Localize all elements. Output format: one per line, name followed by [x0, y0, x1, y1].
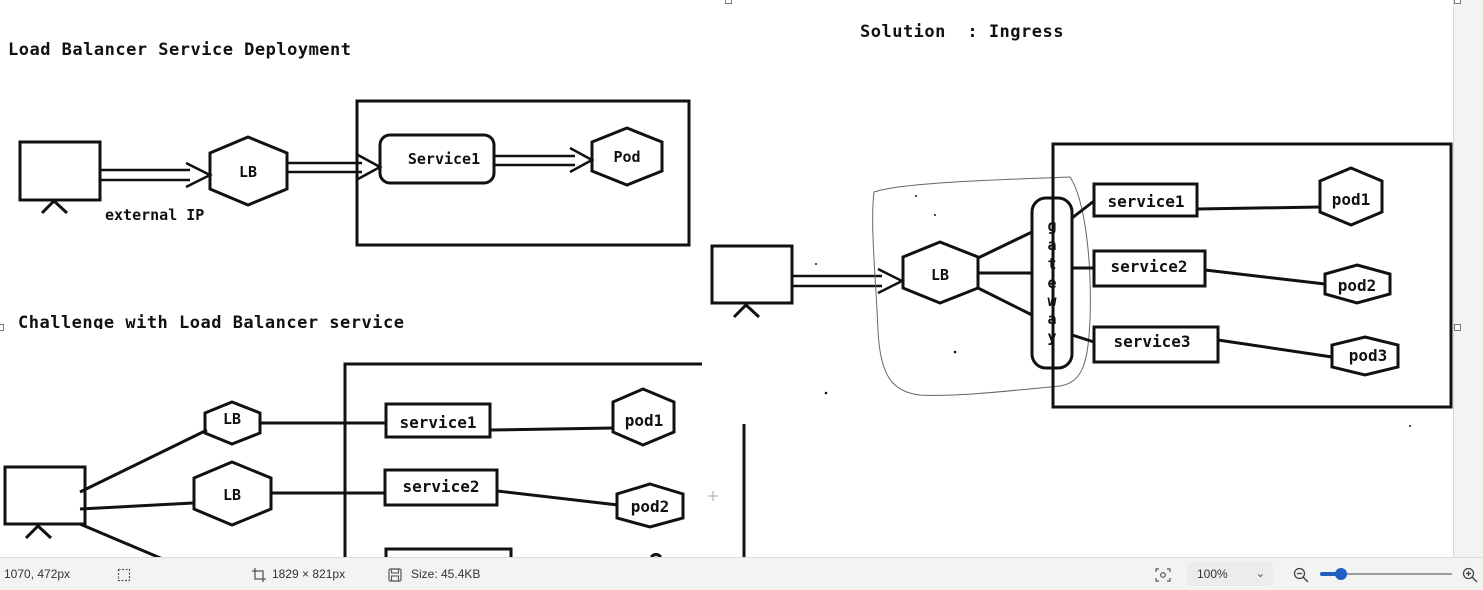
title-load-balancer-deployment: Load Balancer Service Deployment: [8, 40, 352, 60]
save-icon: [388, 558, 402, 590]
right-pod1-hexagon: [1318, 166, 1384, 227]
lb-hexagon: [208, 135, 289, 207]
client-monitor-right: [710, 244, 794, 305]
title-solution-ingress: Solution : Ingress: [860, 22, 1064, 42]
lb-label-1: LB: [223, 410, 241, 428]
resize-handle-right[interactable]: [1454, 324, 1461, 331]
lb-label-2: LB: [223, 486, 241, 504]
challenge-heading-clip: Challenge with Load Balancer service: [0, 300, 700, 329]
crop-dimensions-icon: [252, 558, 266, 590]
service1-label: Service1: [408, 150, 480, 168]
selection-icon[interactable]: [117, 558, 131, 590]
right-service1-label: service1: [1107, 192, 1184, 211]
right-pod2-hexagon: [1323, 263, 1392, 305]
bottom-pod2-hexagon: [615, 482, 685, 529]
arrow-service-to-pod: [494, 146, 595, 174]
bottom-pod1-label: pod1: [625, 411, 664, 430]
right-pod3-hexagon: [1330, 335, 1400, 377]
external-ip-label: external IP: [105, 206, 204, 224]
zoom-slider-fill: [1320, 572, 1339, 576]
arrow-lb-to-service: [288, 153, 383, 181]
zoom-level: 100%: [1197, 567, 1228, 581]
stray-dots: [815, 195, 1411, 427]
bottom-service1-box: [384, 402, 492, 439]
monitor-stand-bottom: [24, 523, 53, 540]
right-service2-box: [1092, 249, 1207, 288]
monitor-stand: [40, 198, 69, 215]
ingress-lb-label: LB: [931, 266, 949, 284]
client-monitor: [18, 140, 102, 202]
resize-handle-top-right[interactable]: [1454, 0, 1461, 4]
chevron-down-icon: ⌄: [1255, 568, 1265, 580]
right-service2-label: service2: [1110, 257, 1187, 276]
client-monitor-bottom: [3, 465, 87, 526]
pod-hexagon: [590, 126, 664, 187]
resize-handle-left[interactable]: [0, 324, 4, 331]
bottom-service3-box: [384, 547, 513, 557]
zoom-slider[interactable]: [1320, 568, 1452, 580]
arrow-client-to-lb: [100, 161, 213, 189]
image-dimensions: 1829 × 821px: [272, 567, 346, 581]
lb-hexagon-2: [192, 460, 273, 527]
status-bar: 1070, 472px 1829 × 821px Size: 45.4KB 10…: [0, 557, 1483, 590]
bottom-service3-label: service3: [409, 555, 486, 557]
monitor-stand-right: [732, 302, 761, 319]
ingress-highlight-outline: [872, 176, 1091, 396]
zoom-level-select[interactable]: 100% ⌄: [1187, 562, 1273, 586]
right-service3-label: service3: [1113, 332, 1190, 351]
right-service1-box: [1092, 182, 1199, 218]
zoom-slider-thumb[interactable]: [1335, 568, 1347, 580]
lb-label: LB: [239, 163, 257, 181]
diagram-canvas[interactable]: LB Service1 Pod external IP LB LB: [0, 0, 1453, 557]
service1-box: [378, 133, 496, 185]
zoom-out-icon[interactable]: [1293, 558, 1309, 590]
diagram-drawing: LB Service1 Pod external IP LB LB: [3, 99, 1453, 557]
right-service3-box: [1092, 325, 1220, 364]
cluster-box-top: [355, 99, 691, 247]
cluster-box-bottom: [343, 362, 702, 557]
scroll-margin: [1453, 0, 1483, 557]
lb-hexagon-1: [203, 400, 262, 446]
right-pod3-label: pod3: [1349, 346, 1388, 365]
arrow-client-to-ingress-lb: [792, 267, 905, 295]
title-challenge: Challenge with Load Balancer service: [18, 313, 405, 329]
bottom-pod1-hexagon: [611, 387, 676, 447]
ingress-cluster-box: [1051, 142, 1453, 409]
bottom-service2-label: service2: [402, 477, 479, 496]
pod-label: Pod: [613, 148, 640, 166]
fit-to-window-icon[interactable]: [1155, 558, 1171, 590]
zoom-slider-track: [1320, 573, 1452, 575]
right-pod1-label: pod1: [1332, 190, 1371, 209]
bottom-service1-label: service1: [399, 413, 476, 432]
bottom-service2-box: [383, 468, 499, 507]
cursor-position: 1070, 472px: [4, 567, 71, 581]
bottom-pod2-label: pod2: [631, 497, 670, 516]
zoom-in-icon[interactable]: [1462, 558, 1478, 590]
right-pod2-label: pod2: [1338, 276, 1377, 295]
resize-handle-top[interactable]: [725, 0, 732, 4]
file-size: Size: 45.4KB: [411, 567, 481, 581]
